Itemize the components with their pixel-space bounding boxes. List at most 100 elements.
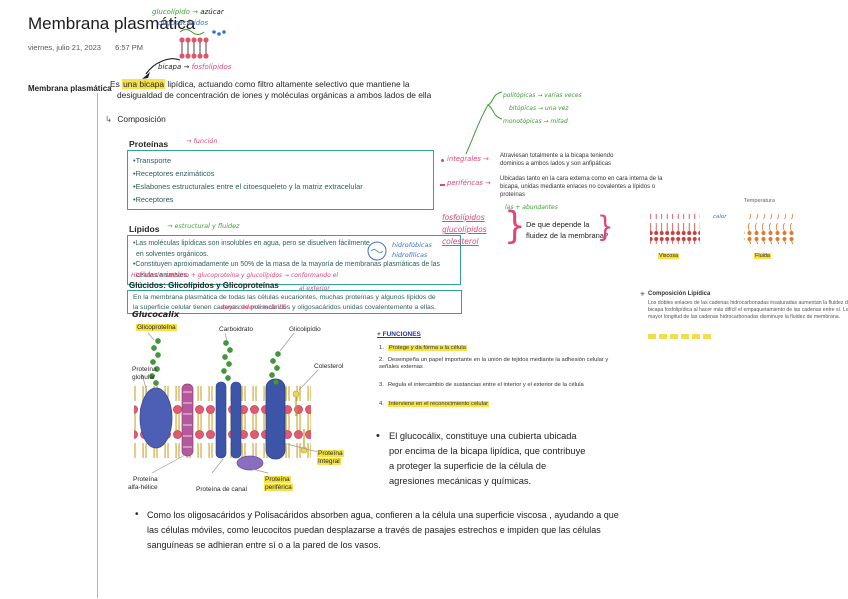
fluidez-question: De que depende la	[526, 220, 590, 229]
funciones-item: 2.Desempeña un papel importante en la un…	[379, 357, 629, 371]
perifericas-label: periféricas →	[447, 179, 491, 187]
glucocalix-paragraph: por encima de la bicapa lipídica, que co…	[389, 446, 586, 456]
comp-lipidica-title: Composición Lipídica	[648, 291, 711, 297]
lipidos-line: en solventes orgánicos.	[136, 250, 209, 258]
branch-arrow-icon: ↳	[105, 114, 113, 124]
funciones-item-text: Desempeña un papel importante en la unió…	[379, 357, 609, 370]
page-title: Membrana plasmática	[28, 14, 196, 33]
bottom-paragraph: sanguíneas se adhieran entre sí o a la p…	[147, 540, 381, 550]
intro-line2: desigualdad de concentración de iones y …	[117, 90, 432, 100]
temperatura-label: Temperatura	[744, 198, 775, 204]
label-proteina-de-canal: Proteína de canal	[196, 486, 247, 493]
label-proteina-alfa-helice: alfa-hélice	[128, 484, 158, 491]
bullet-marker: •	[135, 509, 139, 520]
pink-item-glucolipidos: glucolípidos	[442, 225, 487, 234]
label-carboidrato: Carboidrato	[219, 326, 253, 333]
abundantes-note: las + abundantes	[505, 204, 558, 211]
title-note2-pink: fosfolípidos	[191, 63, 232, 71]
proteinas-heading: Proteínas	[129, 139, 169, 149]
comp-lipidica-text: bicapa fosfolipídica al hacer más difíci…	[648, 307, 848, 313]
micelle-sketch-icon	[367, 241, 387, 261]
page-date: viernes, julio 21, 2023 6:57 PM	[28, 43, 143, 52]
highlight-chip	[648, 334, 656, 339]
glucocalix-paragraph: a proteger la superficie de la célula de	[389, 461, 547, 471]
time-text: 6:57 PM	[115, 43, 143, 52]
hidrofobicas-note: hidrofóbicas	[392, 241, 432, 249]
intro-highlight: una bicapa	[122, 79, 166, 89]
label-proteina-alfa-helice: Proteína	[133, 476, 158, 483]
fluida-caption: Fluida	[754, 253, 771, 259]
highlight-chip	[670, 334, 678, 339]
proteinas-item: •Receptores	[133, 195, 174, 204]
glucidos-note3: cuya cadena + de 15	[222, 304, 287, 311]
funciones-item: 4.Interviene en el reconocimiento celula…	[379, 401, 639, 408]
composicion-label: Composición	[117, 114, 166, 124]
pink-bullet	[441, 159, 444, 162]
intro-rest: lipídica, actuando como filtro altamente…	[165, 79, 410, 89]
lipidos-line: •Las moléculas lipídicas son insolubles …	[133, 240, 370, 247]
integrales-text: dominios a ambos lados y son anfipáticas	[500, 161, 612, 167]
proteinas-item: •Eslabones estructurales entre el citoes…	[133, 182, 363, 191]
bottom-paragraph: Como los oligosacáridos y Polisacáridos …	[147, 510, 619, 520]
label-proteina-globular: globular	[132, 374, 156, 381]
funciones-item-text: Regula el intercambio de sustancias entr…	[387, 382, 584, 388]
label-glicoproteina: Glicoproteína	[136, 324, 177, 331]
label-proteina-periferica: Proteína	[264, 476, 291, 483]
lipidos-note: → estructural y fluidez	[167, 222, 240, 230]
green-note-politopicas: politópicas → varias veces	[503, 92, 582, 99]
pink-item-fosfolipidos: fosfolípidos	[442, 213, 485, 222]
highlight-chip	[681, 334, 689, 339]
integrales-label: integrales →	[447, 155, 489, 163]
outline-root-label: Membrana plasmática	[28, 84, 112, 93]
label-glicolipidio: Glicolipídio	[289, 326, 321, 333]
lipidos-heading: Lípidos	[129, 224, 160, 234]
funciones-item: 3.Regula el intercambio de sustancias en…	[379, 382, 639, 389]
comp-lipidica-text: mayor longitud de las cadenas hidrocarbo…	[648, 314, 841, 320]
proteinas-box: •Transporte •Receptores enzimáticos •Esl…	[127, 150, 434, 210]
label-proteina-periferica: periférica	[264, 484, 293, 491]
glucidos-heading: Glúcidos: Glicolípidos y Glicoproteínas	[129, 281, 279, 290]
funciones-item-number: 2.	[379, 357, 384, 363]
bottom-paragraph: las células móviles, como leucocitos pue…	[147, 525, 601, 535]
funciones-item-text: Interviene en el reconocimiento celular	[387, 401, 490, 407]
funciones-item-number: 4.	[379, 401, 384, 407]
funciones-item-number: 3.	[379, 382, 384, 388]
pink-item-colesterol: colesterol	[442, 237, 479, 246]
integrales-text: Atraviesan totalmente a la bicapa tenien…	[500, 153, 614, 159]
asterisk-icon: ✳	[640, 292, 646, 298]
intro-pre: Es	[110, 79, 123, 89]
highlight-chip	[703, 334, 711, 339]
comp-lipidica-text: Los dobles enlaces de las cadenas hidroc…	[648, 300, 848, 306]
title-note2-dark: bicapa →	[158, 63, 190, 71]
label-proteina-integral: Proteína	[317, 450, 344, 457]
lipidos-line: •Constituyen aproximadamente un 50% de l…	[133, 261, 440, 268]
mini-bilayer-sketch	[179, 29, 226, 59]
funciones-heading: + FUNCIONES	[377, 331, 421, 338]
outline-vertical-line	[97, 93, 98, 598]
funciones-item-text: Protege y da forma a la célula	[387, 345, 467, 351]
pink-brace: }	[504, 204, 526, 248]
title-note-blue: oligosacáridos	[158, 19, 209, 27]
glucidos-box: En la membrana plasmática de todas las c…	[127, 290, 462, 314]
highlight-chips-row	[648, 326, 714, 344]
proteinas-item: •Receptores enzimáticos	[133, 169, 215, 178]
glucidos-note1: Hidrato de carbono + glucoproteína y glu…	[131, 272, 339, 279]
glucocalix-label: Glucocalix	[132, 309, 180, 319]
proteinas-item: •Transporte	[133, 156, 172, 165]
green-note-bitopicas: bitópicas → una vez	[509, 105, 569, 112]
perifericas-text: bicapa, unidas mediante enlaces no coval…	[500, 184, 656, 190]
membrane-diagram-graphic	[134, 332, 319, 474]
viscosa-caption: Viscosa	[658, 253, 680, 259]
bullet-marker: •	[376, 430, 380, 442]
label-proteina-integral: Integral	[317, 458, 341, 465]
perifericas-text: Ubicadas tanto en la cara externa como e…	[500, 176, 663, 182]
highlight-chip	[692, 334, 700, 339]
glucidos-note2: al exterior	[299, 285, 330, 292]
date-text: viernes, julio 21, 2023	[28, 43, 101, 52]
funciones-item: 1.Protege y da forma a la célula	[379, 345, 639, 352]
title-note-dark: azúcar	[200, 8, 224, 16]
lipidos-box: •Las moléculas lipídicas son insolubles …	[127, 235, 461, 285]
fluidez-question: fluidez de la membrana?	[526, 231, 609, 240]
pink-dash	[440, 184, 445, 186]
